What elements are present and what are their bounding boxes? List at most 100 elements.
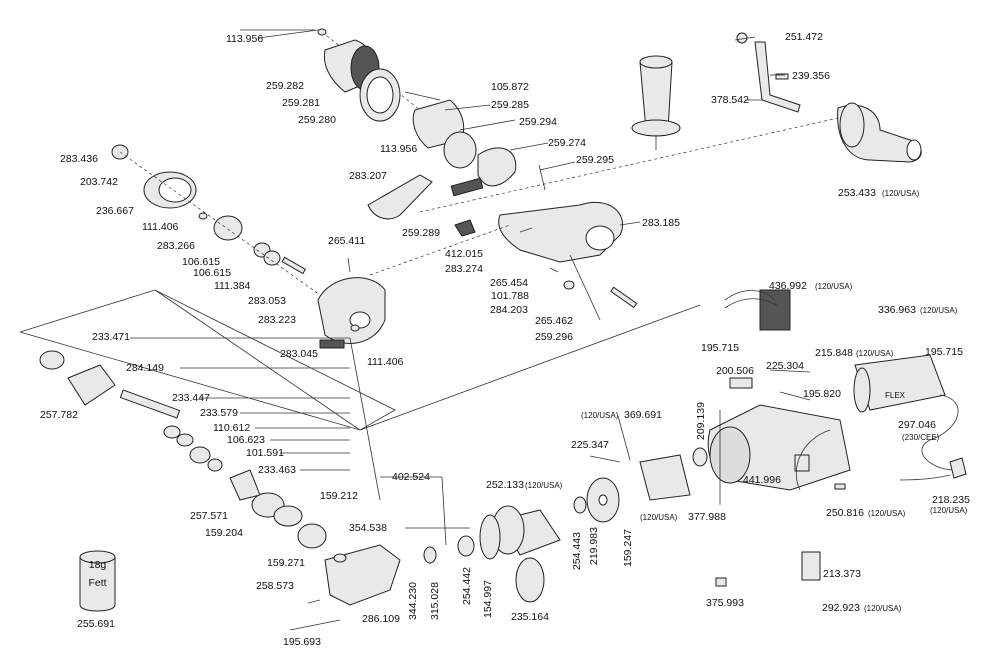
armature-parts — [423, 447, 708, 603]
part-label: 283.053 — [248, 295, 286, 307]
part-label: 101.788 — [491, 290, 529, 302]
part-label: 215.848 — [815, 347, 853, 359]
part-label: 195.820 — [803, 388, 841, 400]
region-note: (120/USA) — [868, 509, 906, 518]
gear-housing-cover — [317, 257, 386, 349]
part-label: 225.304 — [766, 360, 804, 372]
part-label: 101.591 — [246, 447, 284, 459]
part-label: 259.289 — [402, 227, 440, 239]
part-label: 111.384 — [214, 280, 251, 292]
part-label: 159.212 — [320, 490, 358, 502]
part-label: 336.963 — [878, 304, 916, 316]
part-label: 233.447 — [172, 392, 210, 404]
part-label: 236.667 — [96, 205, 134, 217]
part-label: 283.274 — [445, 263, 483, 275]
part-label: 209.139 — [695, 402, 707, 440]
part-label: 375.993 — [706, 597, 744, 609]
part-label: 233.463 — [258, 464, 296, 476]
part-label: 159.271 — [267, 557, 305, 569]
part-label: 113.956 — [226, 33, 263, 45]
part-label: 159.204 — [205, 527, 243, 539]
part-label: 283.223 — [258, 314, 296, 326]
roller-parts — [111, 144, 321, 296]
part-label: 265.462 — [535, 315, 573, 327]
region-note: (120/USA) — [581, 411, 619, 420]
part-label: 292.923 — [822, 602, 860, 614]
part-label: 284.203 — [490, 304, 528, 316]
part-label: 265.454 — [490, 277, 528, 289]
part-label: 284.149 — [126, 362, 164, 374]
part-label: 213.373 — [823, 568, 861, 580]
gear-housing — [369, 201, 638, 321]
part-label: 233.579 — [200, 407, 238, 419]
part-label: 113.956 — [380, 143, 417, 155]
part-label: 258.573 — [256, 580, 294, 592]
part-label: 283.207 — [349, 170, 387, 182]
part-label: 195.715 — [925, 346, 963, 358]
part-label: 251.472 — [785, 31, 823, 43]
grease-can: 18g Fett — [79, 550, 116, 612]
grease-can-label: Fett — [88, 577, 106, 589]
part-label: 106.623 — [227, 434, 265, 446]
part-number-labels: 113.956 259.282 259.281 259.280 105.872 … — [40, 31, 970, 648]
part-label: 344.230 — [407, 582, 419, 620]
part-label: 233.471 — [92, 331, 130, 343]
part-label: 369.691 — [624, 409, 662, 421]
part-label: 402.524 — [392, 471, 430, 483]
part-label: 218.235 — [932, 494, 970, 506]
part-label: 436.992 — [769, 280, 807, 292]
region-note: (120/USA) — [930, 506, 968, 515]
part-label: 259.285 — [491, 99, 529, 111]
part-label: 254.443 — [571, 532, 583, 570]
part-label: 315.028 — [429, 582, 441, 620]
part-label: 259.274 — [548, 137, 586, 149]
leader-lines — [130, 29, 785, 546]
part-label: 259.294 — [519, 116, 557, 128]
spindle-parts — [39, 350, 401, 631]
part-label: 239.356 — [792, 70, 830, 82]
brand-logo: FLEX — [885, 391, 906, 400]
part-label: 283.436 — [60, 153, 98, 165]
part-label: 265.411 — [328, 235, 365, 247]
part-label: 255.691 — [77, 618, 115, 630]
part-label: 259.280 — [298, 114, 336, 126]
part-label: 250.816 — [826, 507, 864, 519]
part-label: 259.281 — [282, 97, 320, 109]
part-label: 110.612 — [213, 422, 250, 434]
part-label: 225.347 — [571, 439, 609, 451]
part-label: 259.295 — [576, 154, 614, 166]
region-note: (120/USA) — [864, 604, 902, 613]
filter-cover-parts — [257, 28, 546, 220]
part-label: 283.266 — [157, 240, 195, 252]
part-label: 105.872 — [491, 81, 529, 93]
part-label: 235.164 — [511, 611, 549, 623]
region-note: (120/USA) — [882, 189, 920, 198]
region-note: (120/USA) — [920, 306, 958, 315]
part-label: 412.015 — [445, 248, 483, 260]
part-label: 283.045 — [280, 348, 318, 360]
region-note: (120/USA) — [525, 481, 563, 490]
region-note: (230/CEE) — [902, 433, 940, 442]
part-label: 195.715 — [701, 342, 739, 354]
gear-group-outline-2 — [154, 289, 701, 431]
part-label: 195.693 — [283, 636, 321, 648]
part-label: 219.983 — [588, 527, 600, 565]
part-label: 259.282 — [266, 80, 304, 92]
part-label: 257.782 — [40, 409, 78, 421]
part-label: 200.506 — [716, 365, 754, 377]
part-label: 377.988 — [688, 511, 726, 523]
part-label: 111.406 — [367, 356, 404, 368]
grease-can-weight: 18g — [89, 559, 107, 571]
part-label: 257.571 — [190, 510, 228, 522]
part-label: 111.406 — [142, 221, 179, 233]
region-note: (120/USA) — [640, 513, 678, 522]
part-label: 252.133 — [486, 479, 524, 491]
part-label: 441.996 — [743, 474, 781, 486]
part-label: 354.538 — [349, 522, 387, 534]
part-label: 253.433 — [838, 187, 876, 199]
gear-group-outline — [19, 289, 396, 431]
part-label: 159.247 — [622, 529, 634, 567]
part-label: 154.997 — [482, 580, 494, 618]
part-label: 286.109 — [362, 613, 400, 625]
